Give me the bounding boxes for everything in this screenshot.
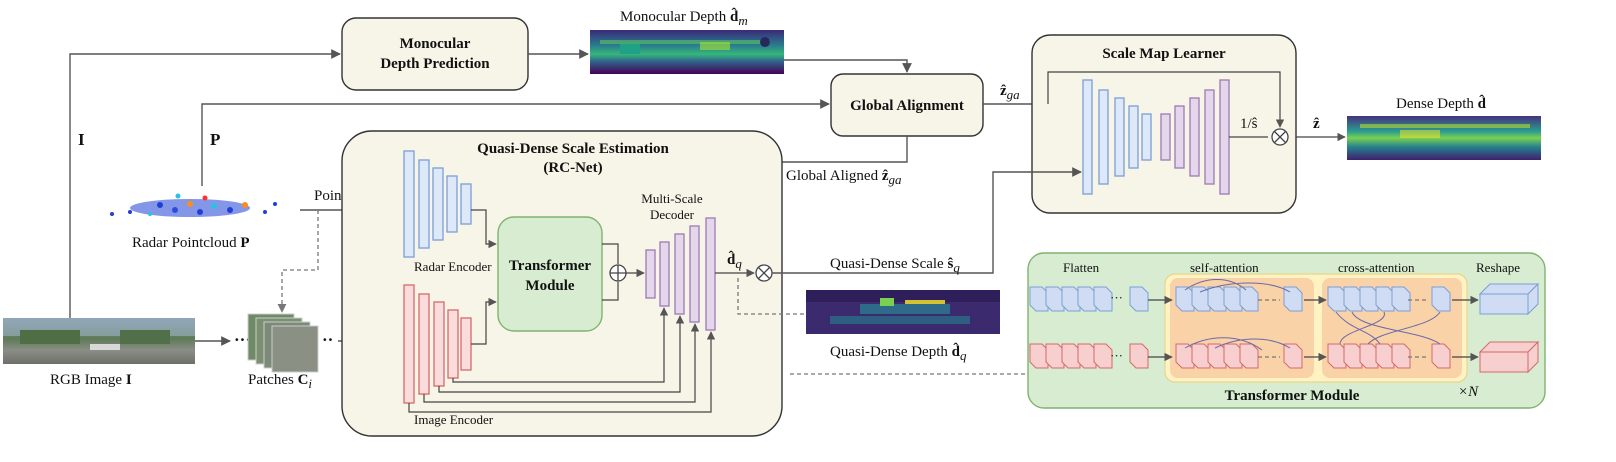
self-attention-label: self-attention: [1190, 260, 1259, 275]
global-alignment-block: Global Alignment: [830, 73, 984, 137]
svg-text:Module: Module: [525, 278, 575, 294]
monocular-depth-prediction-block: Monocular Depth Prediction: [341, 17, 529, 91]
rgb-image: [3, 318, 195, 364]
monocular-depth-label: Monocular Depth d̂m: [620, 7, 748, 28]
image-patches: [247, 313, 319, 373]
transformer-module-detail: Transformer Module ×N Flatten self-atten…: [1027, 252, 1546, 409]
svg-text:···: ···: [1110, 290, 1123, 305]
rc-net-block: Quasi-Dense Scale Estimation (RC-Net) Ra…: [341, 130, 783, 437]
inv-scale-label: 1/ŝ: [1240, 116, 1258, 132]
decoder-label-2: Decoder: [650, 207, 695, 222]
times-n-label: ×N: [1458, 384, 1479, 400]
reshape-label: Reshape: [1476, 260, 1520, 275]
P-label: P: [210, 130, 220, 149]
I-label: I: [78, 130, 85, 149]
svg-text:Monocular: Monocular: [400, 36, 471, 52]
svg-text:···: ···: [234, 330, 251, 349]
quasi-dense-depth-image: [806, 290, 1000, 334]
rgb-image-label: RGB Image I: [50, 372, 132, 388]
rc-net-multiplier: [755, 264, 773, 282]
dense-depth-label: Dense Depth d̂: [1396, 94, 1487, 112]
svg-text:···: ···: [1110, 348, 1123, 363]
radar-to-global-alignment-arrow: [201, 99, 830, 186]
patches-label: Patches Ci: [248, 372, 312, 391]
decoder-label-1: Multi-Scale: [641, 191, 703, 206]
svg-text:Depth Prediction: Depth Prediction: [380, 56, 490, 72]
radar-pointcloud-label: Radar Pointcloud P: [132, 235, 250, 251]
flatten-label: Flatten: [1063, 260, 1100, 275]
svg-text:Global Alignment: Global Alignment: [850, 98, 964, 114]
quasi-dense-scale-label: Quasi-Dense Scale ŝq: [830, 256, 960, 275]
svg-text:Quasi-Dense Scale Estimation: Quasi-Dense Scale Estimation: [477, 141, 669, 157]
radar-encoder-label: Radar Encoder: [414, 259, 492, 274]
svg-text:··: ··: [322, 330, 333, 349]
quasi-dense-depth-label: Quasi-Dense Depth d̂q: [830, 342, 967, 363]
svg-text:Transformer: Transformer: [509, 258, 592, 274]
image-to-monocular-arrow: [69, 49, 341, 318]
monocular-depth-image: [590, 30, 784, 74]
cross-attention-label: cross-attention: [1338, 260, 1415, 275]
dense-depth-image: [1347, 116, 1541, 160]
z-hat-label: ẑ: [1313, 116, 1320, 132]
global-aligned-label: Global Aligned ẑga: [786, 168, 902, 187]
d-q-label: d̂q: [727, 250, 742, 271]
z-ga-label: ẑga: [1000, 83, 1020, 102]
scale-map-learner-block: Scale Map Learner 1/ŝ: [1031, 34, 1297, 214]
svg-text:Transformer Module: Transformer Module: [1225, 388, 1360, 404]
svg-text:(RC-Net): (RC-Net): [543, 160, 602, 176]
image-encoder-label: Image Encoder: [414, 412, 494, 427]
radar-pointcloud-image: [100, 186, 300, 230]
svg-text:Scale Map Learner: Scale Map Learner: [1102, 46, 1226, 62]
